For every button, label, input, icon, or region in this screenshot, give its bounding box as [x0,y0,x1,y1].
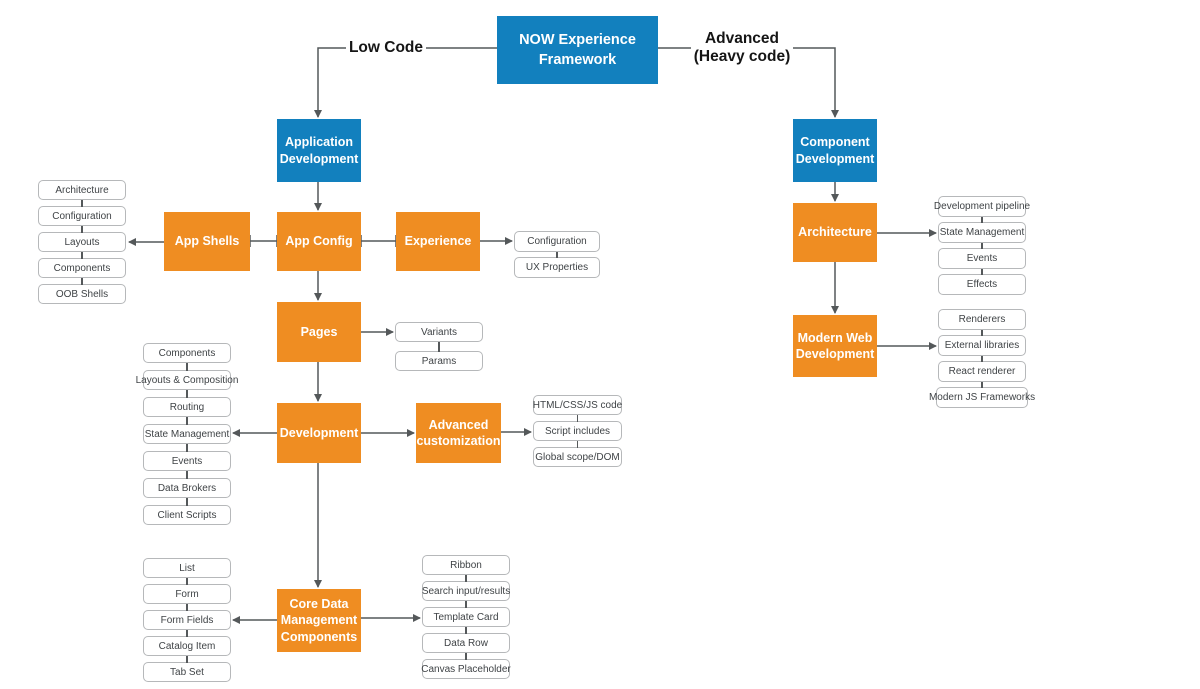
pages-detail-list: Variants Params [395,322,483,371]
node-now-experience-framework: NOW Experience Framework [497,16,658,84]
list-item-variants: Variants [395,322,483,342]
list-item-routing: Routing [143,390,231,417]
list-item-ux-properties: UX Properties [514,252,600,278]
core-data-right-detail-list: Ribbon Search input/results Template Car… [421,555,511,679]
list-item-effects: Effects [938,269,1026,295]
list-item-form-fields: Form Fields [143,604,231,630]
node-pages: Pages [277,302,361,362]
edge-label-advanced-heavy-code: Advanced (Heavy code) [691,28,793,68]
architecture-detail-list: Development pipeline State Management Ev… [934,196,1030,295]
list-item-template-card: Template Card [422,601,510,627]
list-item-tab-set: Tab Set [143,656,231,682]
experience-detail-list: Configuration UX Properties [514,231,600,278]
edge-label-low-code: Low Code [346,38,426,58]
list-item-form: Form [143,578,231,604]
list-item-modern-js-frameworks: Modern JS Frameworks [929,382,1035,408]
node-experience: Experience [396,212,480,271]
list-item-external-libraries: External libraries [938,330,1026,356]
list-item-layouts-composition: Layouts & Composition [136,363,238,390]
list-item-configuration: Configuration [514,231,600,252]
node-app-config: App Config [277,212,361,271]
list-item-data-row: Data Row [422,627,510,653]
list-item-architecture: Architecture [38,180,126,200]
node-application-development: Application Development [277,119,361,182]
list-item-params: Params [395,342,483,371]
node-component-development: Component Development [793,119,877,182]
node-architecture: Architecture [793,203,877,262]
list-item-ribbon: Ribbon [422,555,510,575]
advanced-customization-detail-list: HTML/CSS/JS code Script includes Global … [533,395,622,467]
list-item-layouts: Layouts [38,226,126,252]
list-item-html-css-js-code: HTML/CSS/JS code [533,395,622,415]
list-item-components: Components [143,343,231,363]
core-data-left-detail-list: List Form Form Fields Catalog Item Tab S… [143,558,231,682]
list-item-oob-shells: OOB Shells [38,278,126,304]
list-item-components: Components [38,252,126,278]
node-core-data-management-components: Core Data Management Components [277,589,361,652]
list-item-state-management: State Management [143,417,231,444]
list-item-catalog-item: Catalog Item [143,630,231,656]
development-detail-list: Components Layouts & Composition Routing… [136,343,238,525]
list-item-client-scripts: Client Scripts [143,498,231,525]
list-item-script-includes: Script includes [533,415,622,441]
list-item-global-scope-dom: Global scope/DOM [533,441,622,467]
node-modern-web-development: Modern Web Development [793,315,877,377]
list-item-search-input-results: Search input/results [422,575,510,601]
list-item-list: List [143,558,231,578]
app-shells-detail-list: Architecture Configuration Layouts Compo… [38,180,126,304]
list-item-data-brokers: Data Brokers [143,471,231,498]
list-item-configuration: Configuration [38,200,126,226]
modern-web-detail-list: Renderers External libraries React rende… [929,309,1035,408]
list-item-canvas-placeholder: Canvas Placeholder [421,653,511,679]
node-app-shells: App Shells [164,212,250,271]
node-development: Development [277,403,361,463]
list-item-state-management: State Management [938,217,1026,243]
list-item-events: Events [143,444,231,471]
node-advanced-customization: Advanced customization [416,403,501,463]
list-item-renderers: Renderers [938,309,1026,330]
list-item-events: Events [938,243,1026,269]
list-item-development-pipeline: Development pipeline [934,196,1030,217]
list-item-react-renderer: React renderer [938,356,1026,382]
